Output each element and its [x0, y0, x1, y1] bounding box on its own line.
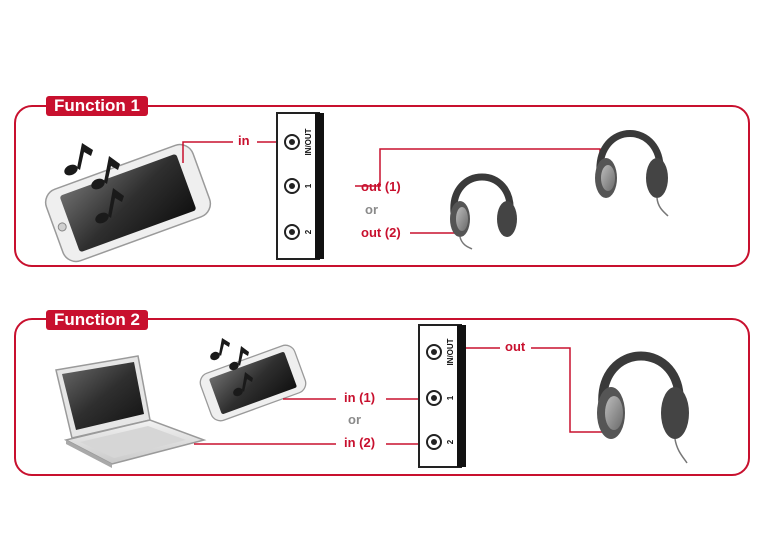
jack-label-inout: IN/OUT: [304, 128, 313, 155]
headphones-icon: [597, 351, 689, 464]
function1-label-out1: out (1): [361, 179, 401, 194]
smartphone-icon: [199, 344, 307, 422]
audio-splitter-icon: IN/OUT 1 2: [418, 324, 466, 468]
smartphone-icon: [44, 143, 212, 263]
headphones-icon: [450, 173, 517, 250]
function2-title: Function 2: [46, 310, 148, 330]
function2-label-or: or: [348, 412, 361, 427]
laptop-icon: [55, 355, 207, 468]
function2-label-in1: in (1): [344, 390, 376, 405]
function1-label-out2: out (2): [361, 225, 401, 240]
function1-title: Function 1: [46, 96, 148, 116]
function1-label-or: or: [365, 202, 378, 217]
jack-label-1: 1: [446, 395, 455, 400]
function1-panel: [14, 105, 750, 267]
jack-label-2: 2: [446, 439, 455, 444]
audio-splitter-icon: IN/OUT 1 2: [276, 112, 324, 260]
function2-panel: [14, 318, 750, 476]
function2-label-out: out: [505, 339, 526, 354]
music-notes-icon: [210, 338, 253, 397]
music-notes-icon: [64, 143, 124, 224]
jack-label-2: 2: [304, 229, 313, 234]
jack-label-inout: IN/OUT: [446, 338, 455, 365]
function2-label-in2: in (2): [344, 435, 376, 450]
headphones-icon: [595, 130, 669, 217]
jack-label-1: 1: [304, 183, 313, 188]
function1-label-in: in: [238, 133, 250, 148]
